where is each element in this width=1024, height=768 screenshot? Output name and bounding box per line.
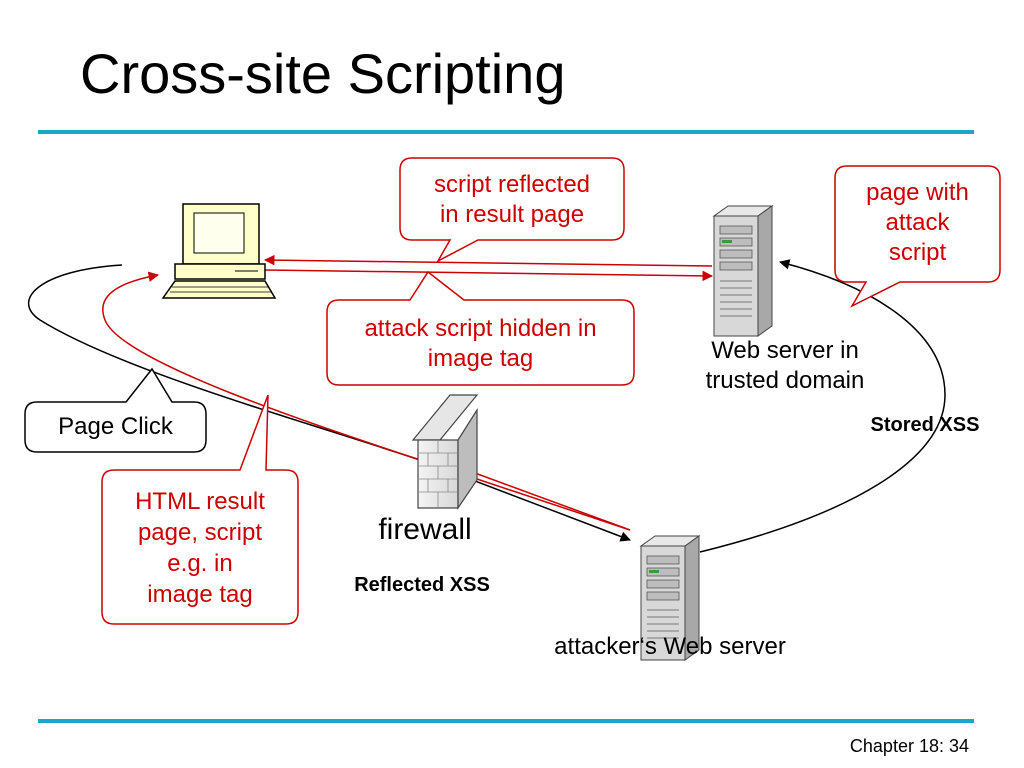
callout-line: page, script (137, 519, 263, 546)
callout-script-reflected (399, 157, 625, 263)
callout-line: page with (866, 179, 969, 206)
callout-line: HTML result (135, 488, 265, 515)
desktop-computer-icon (161, 203, 277, 299)
callout-line: script (888, 239, 947, 266)
slide-footer: Chapter 18: 34 (849, 736, 969, 756)
callout-page-click-text: Page Click (25, 412, 206, 442)
stored-xss-label: Stored XSS (870, 414, 980, 436)
trusted-server-icon (712, 205, 774, 337)
trusted-server-label: Web server in trusted domain (680, 336, 890, 396)
top-rule (38, 130, 974, 134)
callout-script-reflected-text: script reflected in result page (400, 170, 624, 230)
callout-line: Page Click (58, 413, 173, 440)
callout-line: e.g. in (167, 550, 233, 577)
callout-line: attack (885, 209, 950, 236)
client-to-server-arrow (264, 269, 714, 282)
label-line: Web server in (711, 337, 859, 364)
callout-html-result (101, 394, 299, 625)
callout-line: attack script hidden in (364, 315, 597, 342)
label-line: trusted domain (705, 367, 865, 394)
callout-line: in result page (439, 201, 585, 228)
callout-page-click (24, 367, 207, 453)
attacker-server-icon (639, 535, 701, 661)
callout-line: image tag (147, 581, 253, 608)
firewall-label: firewall (378, 513, 472, 546)
slide-title: Cross-site Scripting (80, 42, 566, 105)
callout-line: script reflected (433, 171, 591, 198)
attacker-server-label: attacker‘s Web server (554, 633, 786, 660)
html-result-flow-arrow (102, 271, 631, 531)
brick-wall-icon (411, 394, 479, 510)
bottom-rule (38, 719, 974, 723)
reflected-to-client-arrow (263, 254, 713, 267)
callout-page-with-attack (834, 165, 1001, 308)
callout-html-result-text: HTML result page, script e.g. in image t… (102, 486, 298, 610)
reflected-xss-label: Reflected XSS (354, 574, 490, 596)
callout-page-with-attack-text: page with attack script (835, 178, 1000, 268)
callout-attack-hidden-text: attack script hidden in image tag (327, 314, 634, 374)
page-click-link (27, 264, 631, 542)
callout-attack-hidden (326, 270, 635, 386)
callout-line: image tag (427, 345, 534, 372)
